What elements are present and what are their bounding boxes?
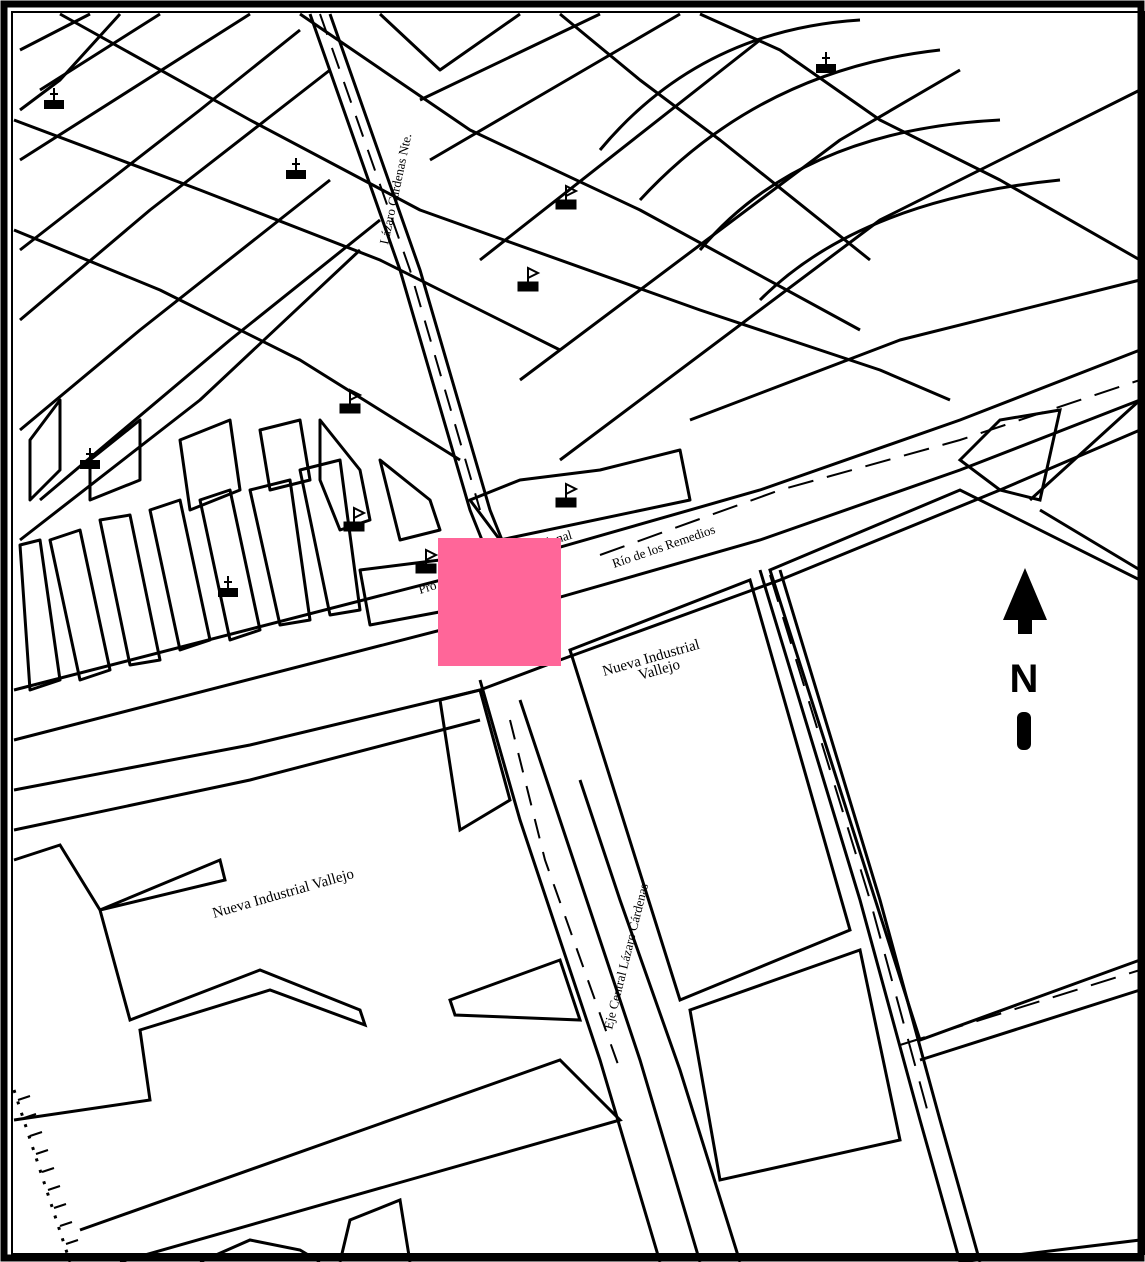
church-icon xyxy=(44,52,836,597)
map-inner-frame xyxy=(11,11,1145,1255)
railway-icon xyxy=(17,1095,79,1245)
blocks-south xyxy=(13,398,1142,1262)
location-marker[interactable] xyxy=(438,538,561,666)
flag-icon xyxy=(339,184,579,574)
north-arrow-icon xyxy=(1003,568,1047,634)
road-lazaro-cardenas-nte xyxy=(308,13,512,561)
label-eje-central: Eje Central Lázaro Cárdenas xyxy=(600,882,651,1031)
north-arrow: N xyxy=(1003,568,1047,750)
north-arrow-tail xyxy=(1017,712,1031,750)
road-eje-central xyxy=(478,569,982,1262)
label-prol-fragment: Pro xyxy=(416,577,438,597)
area-label-nueva-industrial-vallejo-west: Nueva Industrial Vallejo xyxy=(211,866,356,922)
road-rio-de-los-remedios xyxy=(13,348,1141,832)
north-letter: N xyxy=(1010,657,1039,701)
street-grid-north xyxy=(13,12,1141,692)
